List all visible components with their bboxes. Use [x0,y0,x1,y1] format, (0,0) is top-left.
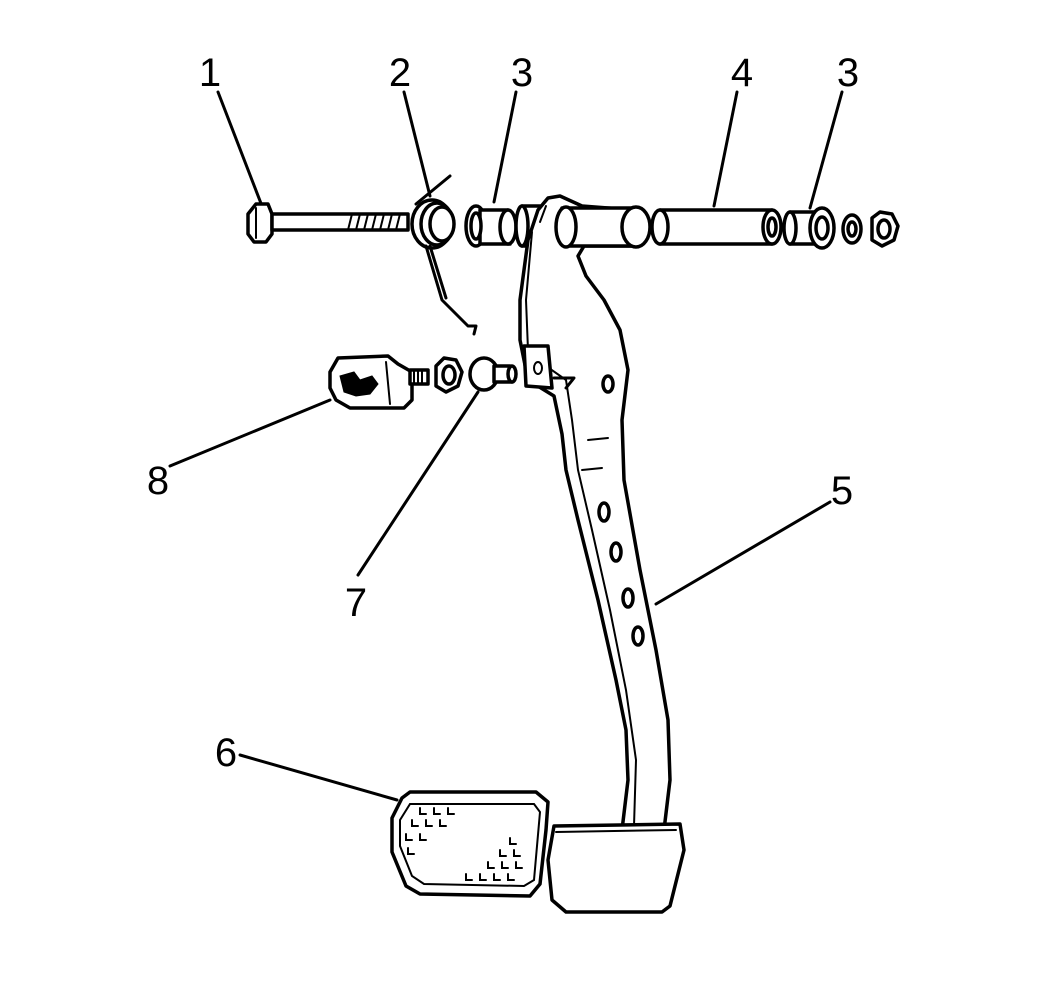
leader-5 [654,500,832,606]
leader-2 [402,90,432,198]
pivot-bolt [246,202,410,244]
callout-3-left: 3 [511,51,533,95]
washer-and-nut [841,210,900,248]
bushing-right [782,206,836,250]
leader-4 [712,90,739,208]
callout-8: 8 [147,459,169,503]
stop-bumper [468,356,518,392]
leader-3a [492,90,518,204]
callout-5: 5 [831,469,853,513]
leader-lines [168,90,844,802]
bushing-left [464,204,518,248]
callout-2: 2 [389,51,411,95]
return-spring [410,174,478,336]
leader-8 [168,398,332,468]
pedal-arm [514,194,686,914]
stoplamp-switch [328,354,464,410]
callout-3-right: 3 [837,51,859,95]
leader-3b [808,90,844,210]
callout-1: 1 [199,51,221,95]
callout-6: 6 [215,731,237,775]
spacer-tube [650,208,783,246]
leader-6 [238,753,399,802]
callout-numbers: 1 2 3 4 3 5 6 7 8 [147,51,859,775]
callout-7: 7 [345,581,367,625]
pad-texture [405,807,523,881]
leader-1 [216,90,264,208]
callout-4: 4 [731,51,753,95]
pedal-pad [390,790,550,898]
leader-7 [356,390,480,577]
